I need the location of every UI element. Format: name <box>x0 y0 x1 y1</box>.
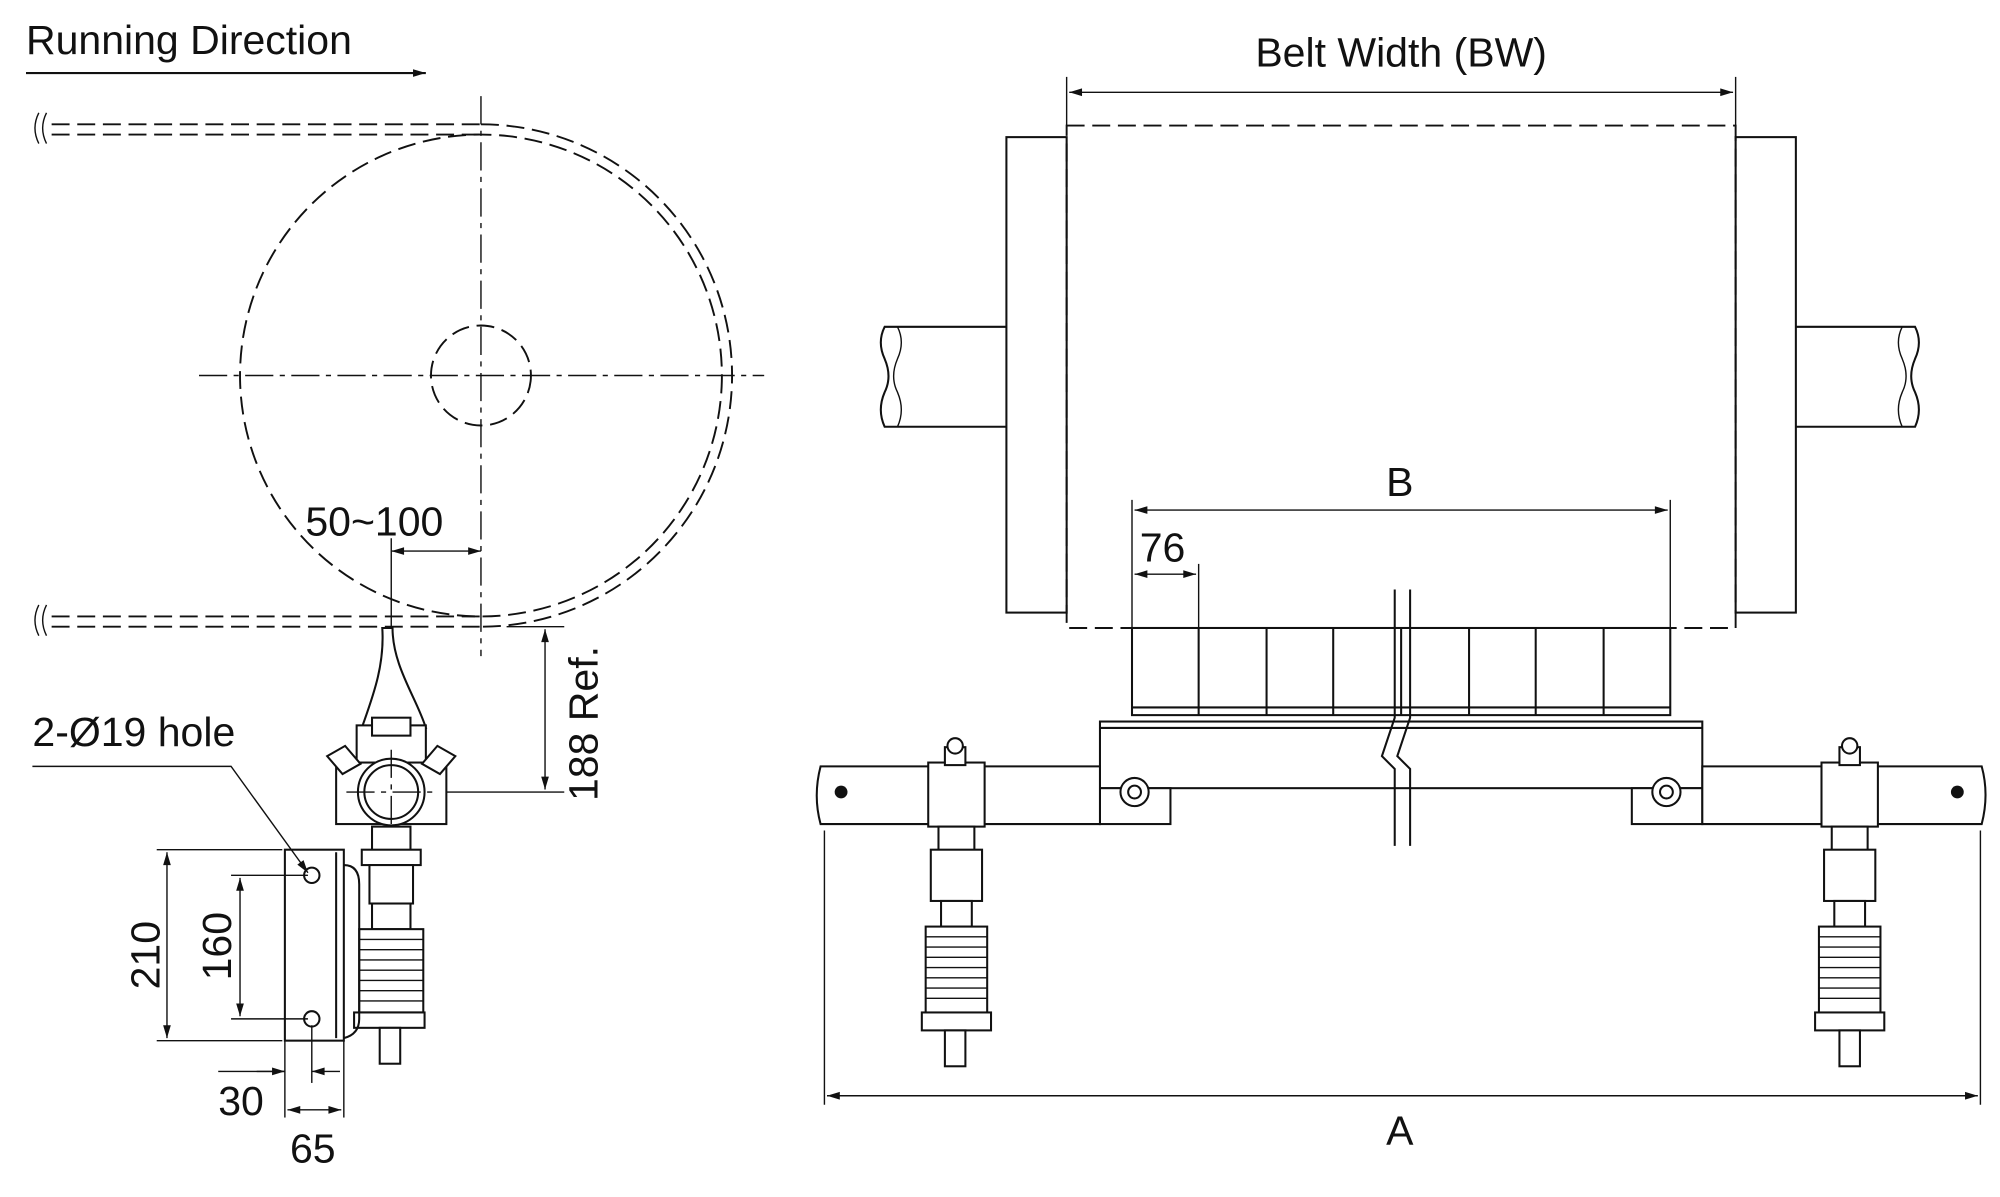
bracket-dimensions: 210 160 30 65 <box>122 848 345 1171</box>
bar-hole <box>834 785 848 799</box>
tensioner-right <box>1814 737 1886 1068</box>
hole-callout: 2-Ø19 hole <box>32 709 309 874</box>
blade-length-label: B <box>1386 459 1413 505</box>
offset-dimension: 50~100 <box>305 499 481 631</box>
blade-length-dimension: B 76 <box>1131 459 1671 628</box>
tensioner-left <box>920 737 993 1068</box>
bar-hole <box>1950 785 1964 799</box>
height-label: 188 Ref. <box>561 646 607 801</box>
overall-length-label: A <box>1386 1107 1414 1153</box>
bolt-icon <box>1651 776 1682 808</box>
front-view: Belt Width (BW) B 76 <box>815 30 1987 1153</box>
hole-spacing-label: 160 <box>194 912 240 980</box>
pulley <box>199 96 765 657</box>
overall-length-dimension: A <box>823 830 1982 1153</box>
segment-width-label: 76 <box>1140 524 1186 570</box>
side-view: Running Direction 50~100 188 Ref. <box>25 17 765 1171</box>
offset-label: 50~100 <box>305 499 443 545</box>
scraper-side <box>325 626 457 1065</box>
pulley-front <box>879 124 1920 629</box>
belt-width-label: Belt Width (BW) <box>1255 30 1547 76</box>
height-dimension: 188 Ref. <box>429 625 607 801</box>
bolt-icon <box>1119 776 1150 808</box>
break-lines <box>1380 589 1412 846</box>
hole-offset-label: 30 <box>218 1078 264 1124</box>
hole-label: 2-Ø19 hole <box>32 709 235 755</box>
blade-segments <box>1098 626 1704 826</box>
bracket-height-label: 210 <box>122 921 168 989</box>
bracket-width-label: 65 <box>290 1125 336 1171</box>
mounting-bracket <box>283 848 361 1042</box>
running-direction-label: Running Direction <box>26 17 352 63</box>
belt <box>34 112 734 636</box>
